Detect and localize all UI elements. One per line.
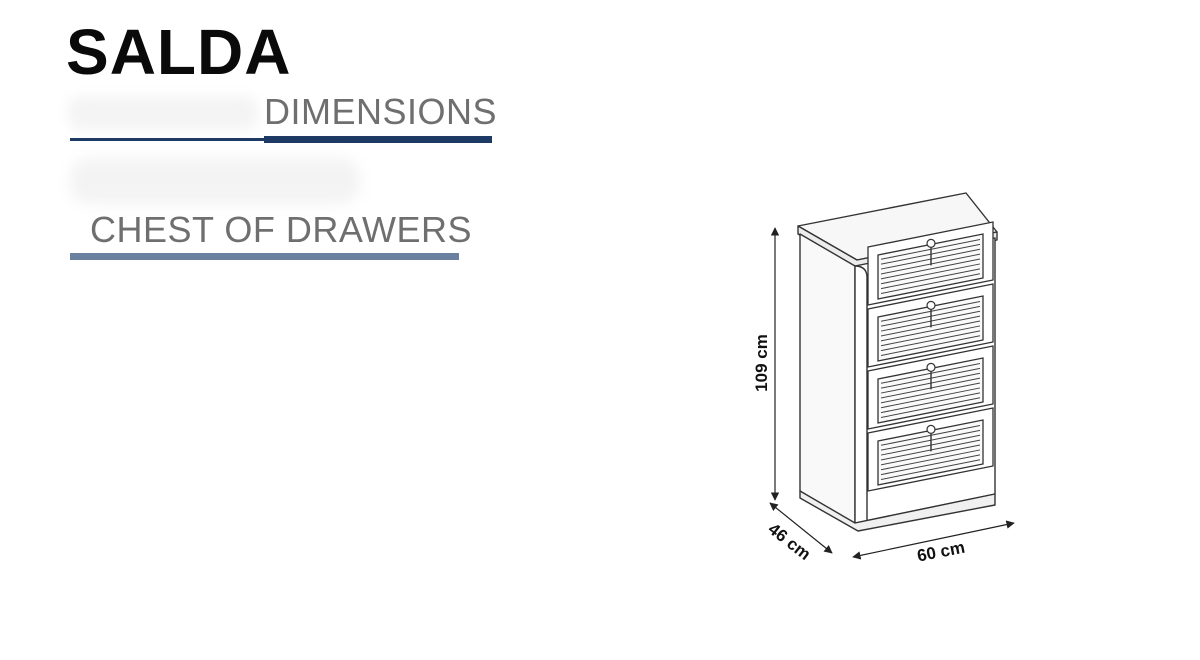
louver-slat [880,449,981,471]
faded-background-shape [70,158,360,204]
depth-label: 46 cm [765,519,815,564]
ring-pull-icon [926,424,936,434]
louver-slat [880,273,981,295]
louver-slat [880,263,981,285]
louver-slat [880,258,981,280]
section-underline-thick [264,136,492,143]
side-panel [799,233,856,526]
louver-panel [877,419,984,486]
front-corner-round [854,265,868,521]
ring-pull-icon [926,362,936,372]
louver-slat [880,268,981,290]
ring-pull-icon [926,238,936,248]
louver-slat [880,444,981,466]
louver-slat [880,397,981,419]
louver-slat [880,387,981,409]
faded-background-shape [68,96,258,130]
louver-slat [880,392,981,414]
louver-slat [880,454,981,476]
louver-slat [880,330,981,352]
section-underline-thin [70,138,265,141]
product-type-underline [70,253,459,260]
louver-slat [880,320,981,342]
height-label: 109 cm [752,334,771,392]
louver-slat [880,459,981,481]
width-dimension-line [852,520,1015,560]
louver-slat [880,325,981,347]
drawer-group [867,221,994,492]
brand-title: SALDA [66,16,292,88]
louver-slat [880,382,981,404]
louver-panel [877,233,984,300]
louver-panel [877,357,984,424]
product-type-label: CHEST OF DRAWERS [90,209,473,250]
ring-pull-icon [926,300,936,310]
louver-slat [880,335,981,357]
depth-dimension-line [769,502,833,554]
top-front-edge [797,225,998,269]
section-title: DIMENSIONS [264,91,498,132]
louver-panel [877,295,984,362]
